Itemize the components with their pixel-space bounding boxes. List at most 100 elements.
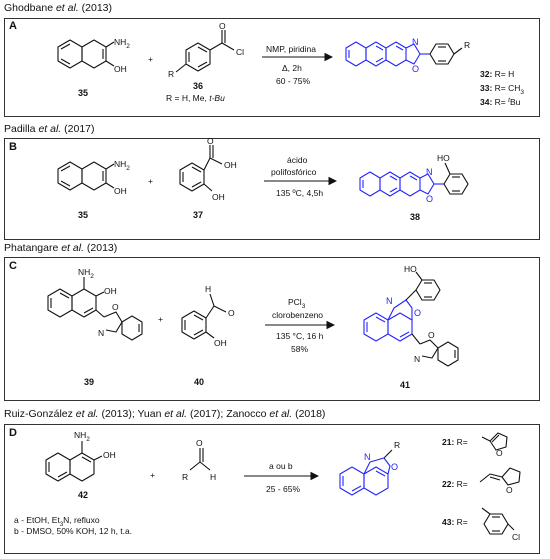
c-39-number: 39 <box>84 377 94 387</box>
b-37-number: 37 <box>193 210 203 220</box>
d-sub-22-o: O <box>506 485 513 495</box>
d-sub-21-furan <box>481 432 508 451</box>
a-cond-below2: 60 - 75% <box>276 76 310 86</box>
b-cond-above1: ácido <box>287 155 308 165</box>
d-sub-22-vinylfuran <box>479 467 521 486</box>
c-cond-below2: 58% <box>291 344 308 354</box>
citation-a-etal: et al. <box>55 2 79 14</box>
a-product-r: R <box>464 40 470 50</box>
a-35-nh2: NH2 <box>114 37 130 50</box>
c-39-n: N <box>98 328 104 338</box>
citation-d-part: et al. <box>269 408 293 420</box>
a-entry-32: 32: R= H <box>480 69 514 79</box>
compound-42-structure <box>45 441 103 482</box>
citation-a-year: (2013) <box>81 2 113 14</box>
d-aldehyde-o: O <box>196 438 203 448</box>
c-cond-above2: clorobenzeno <box>272 310 323 320</box>
panel-b-letter: B <box>9 141 17 153</box>
d-cond-below: 25 - 65% <box>266 484 300 494</box>
d-product-o: O <box>391 462 398 472</box>
d-aldehyde-h: H <box>210 472 216 482</box>
a-product-n: N <box>412 37 419 47</box>
c-41-number: 41 <box>400 380 410 390</box>
panel-c-letter: C <box>9 260 17 272</box>
panel-a-letter: A <box>9 20 17 32</box>
citation-d-part: et al. <box>75 408 99 420</box>
citation-a: Ghodbane et al. (2013) <box>4 2 112 14</box>
citation-b-etal: et al. <box>38 123 62 135</box>
citation-d-part: (2018) <box>292 408 326 420</box>
b-37-o: O <box>207 136 214 146</box>
a-cond-below1: Δ, 2h <box>282 63 302 73</box>
d-sub-43: 43: R= <box>442 517 468 527</box>
citation-c-authors: Phatangare <box>4 242 59 254</box>
b-35-nh2: NH2 <box>114 159 130 172</box>
a-36-rdef: R = H, Me, t-Bu <box>166 93 225 103</box>
d-cond-above: a ou b <box>269 461 293 471</box>
citation-b-authors: Padilla <box>4 123 36 135</box>
d-product-n: N <box>364 452 371 462</box>
compound-36-structure <box>175 30 235 73</box>
d-note-b: b - DMSO, 50% KOH, 12 h, t.a. <box>14 526 132 536</box>
c-39-oh: OH <box>104 286 117 296</box>
d-sub-22: 22: R= <box>442 479 468 489</box>
a-entry-34: 34: R= tBu <box>480 97 521 107</box>
a-36-r: R <box>168 69 174 79</box>
c-product-o1: O <box>414 308 421 318</box>
c-product-structure <box>363 271 459 367</box>
a-cond-above: NMP, piridina <box>266 44 316 54</box>
citation-b-year: (2017) <box>64 123 95 135</box>
citation-b: Padilla et al. (2017) <box>4 123 95 135</box>
b-37-oh2: OH <box>212 192 225 202</box>
b-35-oh: OH <box>114 186 127 196</box>
compound-37-structure <box>179 145 223 192</box>
b-38-number: 38 <box>410 212 420 222</box>
d-42-oh: OH <box>103 450 116 460</box>
b-37-oh1: OH <box>224 160 237 170</box>
citation-c-year: (2013) <box>86 242 118 254</box>
panel-b <box>4 138 540 240</box>
citation-a-authors: Ghodbane <box>4 2 54 14</box>
citation-d: Ruiz-González et al. (2013); Yuan et al.… <box>4 408 325 420</box>
b-product-n: N <box>426 167 433 177</box>
d-note-a: a - EtOH, Et3N, refluxo <box>14 515 100 528</box>
d-42-number: 42 <box>78 490 88 500</box>
citation-d-part: Ruiz-González <box>4 408 76 420</box>
compound-35-structure <box>57 39 115 69</box>
c-40-o: O <box>228 308 235 318</box>
d-42-nh2: NH2 <box>74 430 90 443</box>
b-plus: + <box>148 176 153 186</box>
b-cond-below1: 135 ºC, 4,5h <box>276 188 323 198</box>
c-plus: + <box>158 314 163 324</box>
citation-d-part: (2013); Yuan <box>98 408 165 420</box>
c-39-nh2: NH2 <box>78 267 94 280</box>
compound-40-structure <box>181 293 227 340</box>
b-cond-above2: polifosfórico <box>271 167 317 177</box>
d-aldehyde-r: R <box>182 472 188 482</box>
d-sub-21-o: O <box>496 448 503 458</box>
panel-d-letter: D <box>9 427 17 439</box>
citation-c-etal: et al. <box>61 242 84 254</box>
b-product-structure <box>359 162 469 197</box>
d-product-r: R <box>394 440 400 450</box>
c-cond-below1: 135 °C, 16 h <box>276 331 324 341</box>
c-product-ho: HO <box>404 264 417 274</box>
d-sub-21: 21: R= <box>442 437 468 447</box>
citation-d-part: (2017); Zanocco <box>187 408 270 420</box>
d-sub-43-cl: Cl <box>512 532 520 542</box>
citation-d-part: et al. <box>164 408 188 420</box>
c-40-number: 40 <box>194 377 204 387</box>
c-product-n2: N <box>414 354 420 364</box>
b-product-ho: HO <box>437 153 450 163</box>
c-product-n1: N <box>386 296 393 306</box>
panel-c <box>4 257 540 401</box>
panel-d <box>4 424 540 554</box>
c-cond-above1: PCl3 <box>288 297 306 310</box>
citation-c: Phatangare et al. (2013) <box>4 242 117 254</box>
b-35-number: 35 <box>78 210 88 220</box>
a-product-structure <box>345 41 463 67</box>
a-36-number: 36 <box>193 81 203 91</box>
a-35-number: 35 <box>78 88 88 98</box>
compound-35b-structure <box>57 161 115 191</box>
